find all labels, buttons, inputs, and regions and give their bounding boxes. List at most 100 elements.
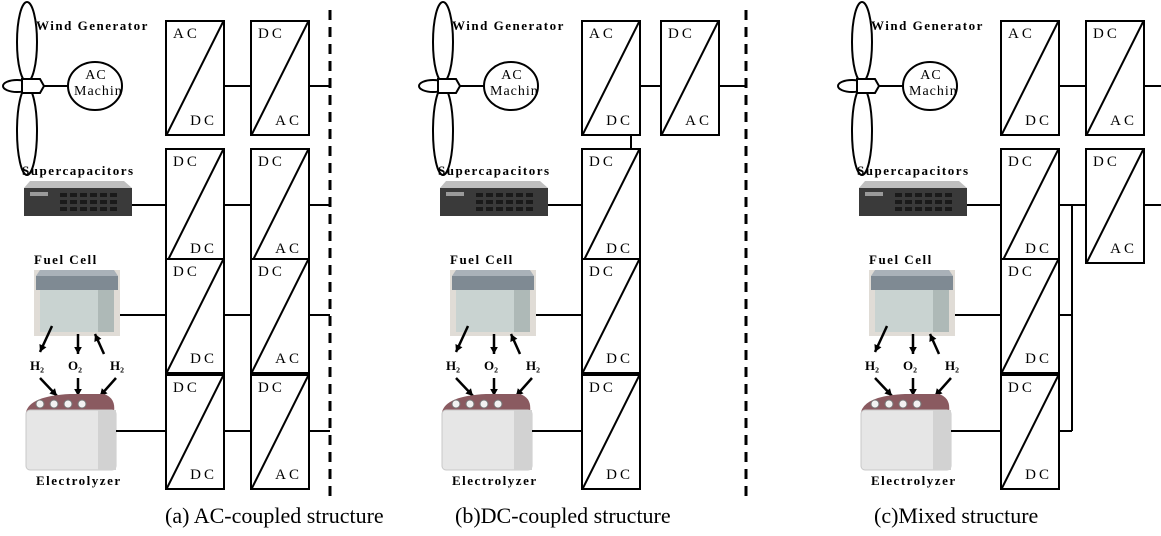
converter-output-label: AC (275, 241, 302, 257)
ac-machine-icon (902, 61, 958, 111)
converter-diagonal (167, 376, 223, 488)
converter-input-label: DC (1093, 26, 1120, 42)
h2-in-label: H₂ (945, 358, 960, 373)
converter-output-label: DC (1025, 467, 1052, 483)
gas-arrow (909, 378, 917, 396)
wind-turbine-icon (418, 1, 462, 176)
converter-diagonal (583, 22, 639, 134)
converter-output-label: DC (1025, 351, 1052, 367)
converter-output-label: DC (190, 467, 217, 483)
converter-diagonal (1002, 150, 1058, 262)
gas-arrow (490, 334, 498, 354)
converter-fuelcell-dcdc: DC DC (1000, 258, 1060, 374)
converter-input-label: DC (173, 264, 200, 280)
converter-input-label: AC (589, 26, 616, 42)
ac-machine-icon (67, 61, 123, 111)
h2-in-label: H₂ (526, 358, 541, 373)
fuel-cell-label: Fuel Cell (869, 252, 933, 267)
converter-electrolyzer-dcdc: DC DC (1000, 374, 1060, 490)
converter-output-label: AC (275, 351, 302, 367)
electrolyzer-label: Electrolyzer (871, 473, 957, 488)
gas-arrow (38, 325, 54, 353)
converter-output-label: DC (190, 351, 217, 367)
converter-input-label: DC (589, 264, 616, 280)
gas-arrow (74, 334, 82, 354)
wiring-b (418, 1, 748, 500)
converter-diagonal (167, 260, 223, 372)
converter-input-label: DC (173, 380, 200, 396)
h2-out-label: H₂ (446, 358, 461, 373)
converter-output-label: DC (190, 113, 217, 129)
wind-generator-label: Wind Generator (452, 18, 565, 33)
wiring-a (2, 1, 332, 500)
converter-input-label: DC (1008, 264, 1035, 280)
ac-machine-icon (483, 61, 539, 111)
converter-input-label: DC (258, 154, 285, 170)
gas-arrow (934, 377, 952, 397)
converter-output-label: DC (606, 113, 633, 129)
fuel-cell-icon (869, 270, 955, 336)
converter-output-label: DC (1025, 241, 1052, 257)
gas-arrow (928, 333, 941, 355)
fuel-cell-icon (450, 270, 536, 336)
ac-machine-label: AC Machin (74, 68, 123, 99)
converter-electrolyzer-dcdc: DC DC (165, 374, 225, 490)
wind-generator-label: Wind Generator (36, 18, 149, 33)
converter-input-label: DC (589, 154, 616, 170)
supercapacitors-label: Supercapacitors (22, 163, 135, 178)
converter-output-label: AC (275, 467, 302, 483)
converter-diagonal (167, 150, 223, 262)
ac-machine-label: AC Machin (909, 68, 958, 99)
caption-b: (b)DC-coupled structure (455, 503, 671, 528)
converter-input-label: DC (258, 380, 285, 396)
gas-arrow (909, 334, 917, 354)
supercapacitors-label: Supercapacitors (857, 163, 970, 178)
converter-output-label: DC (190, 241, 217, 257)
o2-label: O₂ (903, 358, 918, 373)
converter-input-label: AC (173, 26, 200, 42)
supercapacitor-icon (859, 181, 967, 216)
gas-arrow (515, 377, 533, 397)
fuel-cell-label: Fuel Cell (34, 252, 98, 267)
converter-input-label: DC (258, 26, 285, 42)
converter-diagonal (252, 376, 308, 488)
supercapacitor-icon (24, 181, 132, 216)
converter-input-label: DC (1008, 380, 1035, 396)
wind-turbine-icon (2, 1, 46, 176)
fuel-cell-icon (34, 270, 120, 336)
gas-arrow (874, 377, 893, 397)
gas-arrow (99, 377, 117, 397)
converter-output-label: DC (606, 241, 633, 257)
converter-input-label: DC (1008, 154, 1035, 170)
gas-arrow (93, 333, 106, 355)
wind-generator-label: Wind Generator (871, 18, 984, 33)
converter-input-label: DC (589, 380, 616, 396)
gas-arrow (509, 333, 522, 355)
electrolyzer-label: Electrolyzer (452, 473, 538, 488)
converter-wind-acdc: AC DC (581, 20, 641, 136)
fuel-cell-label: Fuel Cell (450, 252, 514, 267)
electrolyzer-icon (25, 394, 117, 471)
gas-arrow (490, 378, 498, 396)
o2-label: O₂ (484, 358, 499, 373)
converter-wind-acdc: AC DC (165, 20, 225, 136)
converter-input-label: AC (1008, 26, 1035, 42)
converter-fuelcell-dcdc: DC DC (165, 258, 225, 374)
h2-in-label: H₂ (110, 358, 125, 373)
gas-arrow (454, 325, 470, 353)
o2-label: O₂ (68, 358, 83, 373)
wiring-c (837, 1, 1161, 471)
converter-diagonal (583, 150, 639, 262)
supercapacitors-label: Supercapacitors (438, 163, 551, 178)
wind-turbine-icon (837, 1, 881, 176)
converter-diagonal (1002, 376, 1058, 488)
